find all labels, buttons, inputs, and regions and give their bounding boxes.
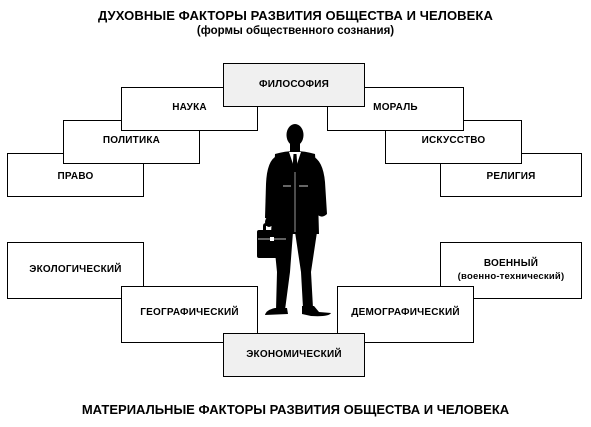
economic-box: ЭКОНОМИЧЕСКИЙ xyxy=(223,333,365,377)
politics-label: ПОЛИТИКА xyxy=(102,135,161,146)
philosophy-box: ФИЛОСОФИЯ xyxy=(223,63,365,107)
diagram-title: ДУХОВНЫЕ ФАКТОРЫ РАЗВИТИЯ ОБЩЕСТВА И ЧЕЛ… xyxy=(98,8,493,23)
geographic-label: ГЕОГРАФИЧЕСКИЙ xyxy=(140,307,239,318)
businessman-with-briefcase-icon xyxy=(257,124,331,317)
military-label: ВОЕННЫЙ xyxy=(483,258,539,270)
economic-label: ЭКОНОМИЧЕСКИЙ xyxy=(246,348,342,360)
art-label: ИСКУССТВО xyxy=(421,135,486,146)
science-box: НАУКА xyxy=(121,87,258,131)
religion-label: РЕЛИГИЯ xyxy=(486,170,536,182)
science-label: НАУКА xyxy=(172,102,207,113)
morality-label: МОРАЛЬ xyxy=(373,102,418,113)
law-label: ПРАВО xyxy=(57,170,94,182)
philosophy-label: ФИЛОСОФИЯ xyxy=(259,78,329,90)
diagram-bottom-title: МАТЕРИАЛЬНЫЕ ФАКТОРЫ РАЗВИТИЯ ОБЩЕСТВА И… xyxy=(81,402,510,417)
geographic-box: ГЕОГРАФИЧЕСКИЙ xyxy=(121,286,258,343)
military-sublabel: (военно-технический) xyxy=(457,270,565,282)
ecological-label: ЭКОЛОГИЧЕСКИЙ xyxy=(29,264,122,275)
diagram-subtitle: (формы общественного сознания) xyxy=(196,25,395,37)
military-label-group: ВОЕННЫЙ (военно-технический) xyxy=(458,258,565,282)
demographic-label: ДЕМОГРАФИЧЕСКИЙ xyxy=(351,307,460,318)
